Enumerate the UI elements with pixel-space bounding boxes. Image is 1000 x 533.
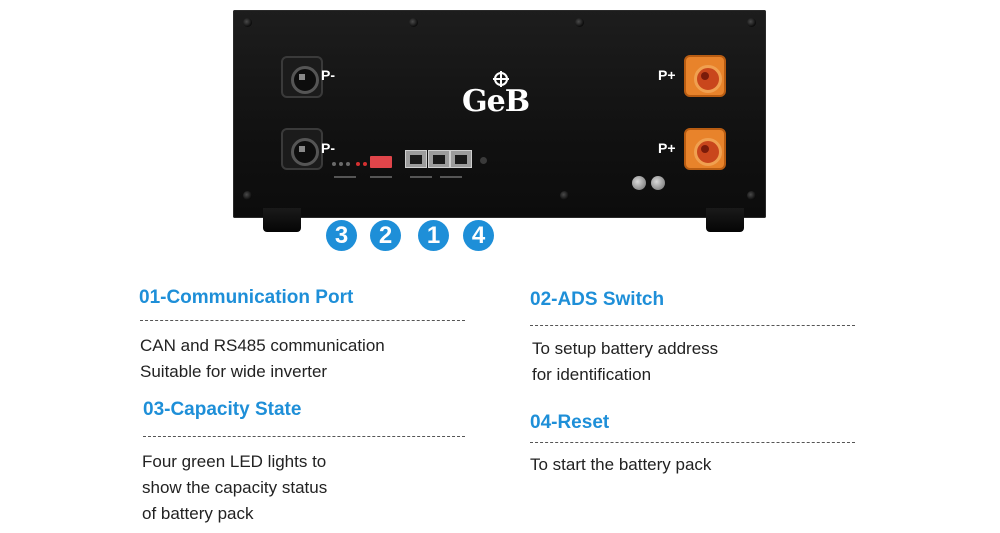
rj45-port-icon: [428, 150, 450, 168]
reset-button-icon: [480, 157, 487, 164]
section-divider: [143, 436, 465, 437]
section-body-reset: To start the battery pack: [530, 452, 711, 478]
dip-switch-icon: [370, 156, 392, 168]
section-divider: [140, 320, 465, 321]
desc-line: of battery pack: [142, 504, 254, 523]
battery-pack-image: [233, 10, 766, 218]
led-indicator-icon: [346, 162, 350, 166]
section-title-comm-port: 01-Communication Port: [139, 287, 354, 308]
section-title-ads-switch: 02-ADS Switch: [530, 289, 665, 310]
desc-line: for identification: [532, 365, 652, 384]
brand-logo: GeB: [462, 84, 530, 119]
badge-3: 3: [326, 220, 357, 251]
port-marking: [334, 176, 356, 178]
port-marking: [410, 176, 432, 178]
led-indicator-icon: [339, 162, 343, 166]
desc-line: To setup battery address: [532, 339, 719, 358]
screw-icon: [575, 18, 584, 27]
section-title-reset: 04-Reset: [530, 412, 610, 433]
led-indicator-icon: [363, 162, 367, 166]
desc-line: Four green LED lights to: [142, 452, 327, 471]
screw-icon: [747, 191, 756, 200]
badge-1: 1: [418, 220, 449, 251]
battery-foot: [263, 208, 301, 232]
port-marking: [440, 176, 462, 178]
section-body-ads-switch: To setup battery address for identificat…: [532, 336, 718, 388]
terminal-negative-label: P-: [321, 140, 335, 156]
section-body-capacity-state: Four green LED lights to show the capaci…: [142, 449, 327, 527]
terminal-positive-icon: [684, 55, 726, 97]
terminal-positive-icon: [684, 128, 726, 170]
terminal-negative-icon: [281, 128, 323, 170]
badge-2: 2: [370, 220, 401, 251]
terminal-positive-label: P+: [658, 67, 676, 83]
terminal-negative-label: P-: [321, 67, 335, 83]
section-divider: [530, 325, 855, 326]
grounding-knob-icon: [632, 176, 646, 190]
desc-line: show the capacity status: [142, 478, 328, 497]
screw-icon: [560, 191, 569, 200]
section-title-capacity-state: 03-Capacity State: [143, 399, 302, 420]
section-divider: [530, 442, 855, 443]
grounding-knob-icon: [651, 176, 665, 190]
desc-line: To start the battery pack: [530, 455, 712, 474]
section-body-comm-port: CAN and RS485 communication Suitable for…: [140, 333, 385, 385]
screw-icon: [409, 18, 418, 27]
rj45-port-icon: [450, 150, 472, 168]
rj45-port-icon: [405, 150, 427, 168]
port-marking: [370, 176, 392, 178]
screw-icon: [747, 18, 756, 27]
screw-icon: [243, 191, 252, 200]
screw-icon: [243, 18, 252, 27]
logo-crosshair-icon: [493, 71, 509, 87]
battery-foot: [706, 208, 744, 232]
led-indicator-icon: [356, 162, 360, 166]
desc-line: CAN and RS485 communication: [140, 336, 385, 355]
badge-4: 4: [463, 220, 494, 251]
desc-line: Suitable for wide inverter: [140, 362, 328, 381]
terminal-negative-icon: [281, 56, 323, 98]
terminal-positive-label: P+: [658, 140, 676, 156]
led-indicator-icon: [332, 162, 336, 166]
